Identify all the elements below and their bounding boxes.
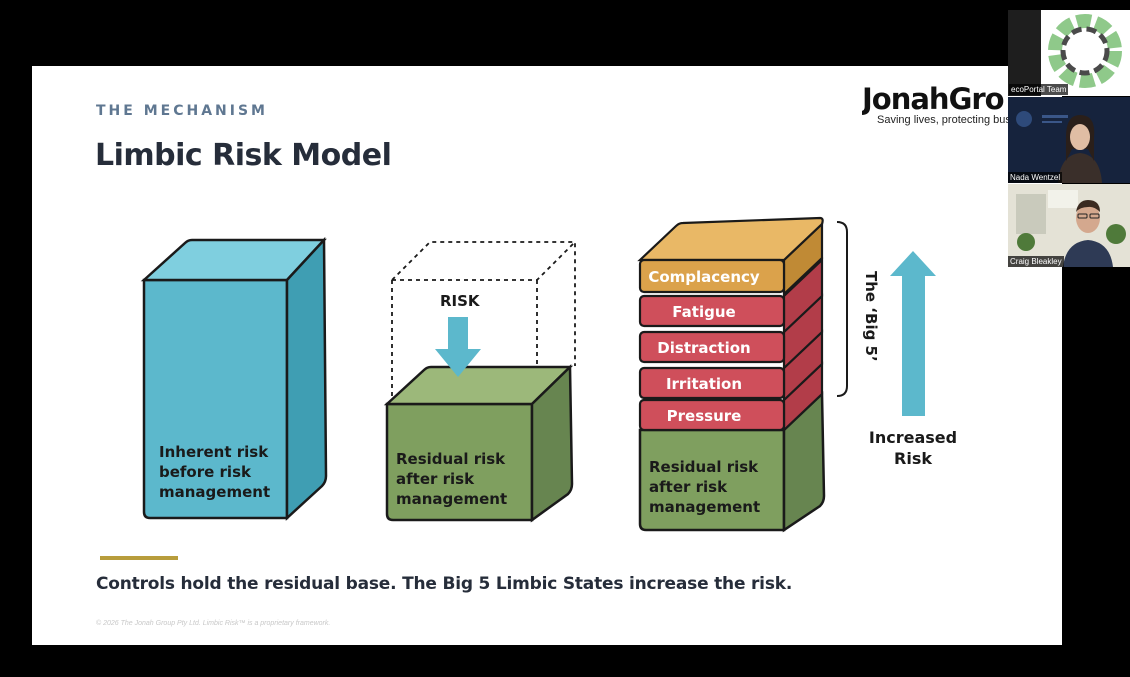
slide-title: Limbic Risk Model [95, 138, 392, 173]
big5-bracket [836, 221, 848, 397]
inherent-label-line-1: Inherent risk [159, 443, 269, 461]
copyright-note: © 2026 The Jonah Group Pty Ltd. Limbic R… [96, 620, 331, 627]
big5-label: The ‘Big 5’ [862, 271, 880, 362]
logo-name: JonahGro [862, 82, 1005, 116]
state-fatigue: Fatigue [672, 303, 735, 321]
increased-label-line-1: Increased [869, 428, 957, 447]
residual-label-line-2: after risk [396, 470, 475, 488]
residual-block-top [383, 365, 574, 406]
increased-risk-arrow [890, 251, 936, 416]
inherent-block-front [142, 278, 289, 520]
complacency-layer [638, 258, 786, 294]
company-logo: JonahGro Saving lives, protecting busi [862, 82, 1062, 132]
risk-down-arrow [435, 317, 481, 377]
stack-base-front [638, 428, 786, 532]
state-complacency: Complacency [648, 268, 760, 286]
increased-label-line-2: Risk [894, 449, 932, 468]
inherent-label-line-2: before risk [159, 463, 252, 481]
slide-caption: Controls hold the residual base. The Big… [96, 574, 793, 594]
ecoportal-logo-icon [1041, 10, 1130, 96]
stack-base-label-line-2: after risk [649, 478, 728, 496]
residual-block-side [530, 364, 574, 523]
participant-tile-nada[interactable]: Nada Wentzel [1008, 97, 1130, 183]
accent-divider [100, 556, 178, 560]
participant-video-icon [1008, 184, 1130, 267]
participant-tile-ecoportal[interactable]: ecoPortal Team [1008, 10, 1130, 96]
residual-block-front [385, 402, 534, 522]
participant-tile-craig[interactable]: Craig Bleakley [1008, 184, 1130, 267]
residual-risk-block: RISK Residual risk after risk management [383, 241, 576, 523]
complacency-layer-top [637, 216, 824, 262]
inherent-block-side [285, 236, 328, 521]
residual-label-line-1: Residual risk [396, 450, 506, 468]
irritation-layer [638, 366, 786, 400]
inherent-block-top [140, 238, 327, 282]
big5-stack: Residual risk after risk management Pres… [637, 216, 826, 533]
state-distraction: Distraction [657, 339, 750, 357]
residual-label-line-3: management [396, 490, 507, 508]
inherent-label-line-3: management [159, 483, 270, 501]
participant-name: ecoPortal Team [1009, 84, 1069, 95]
state-irritation: Irritation [666, 375, 742, 393]
risk-label: RISK [440, 292, 481, 310]
presentation-slide: THE MECHANISM Limbic Risk Model JonahGro… [32, 66, 1062, 645]
slide-eyebrow: THE MECHANISM [96, 103, 268, 119]
logo-tagline: Saving lives, protecting busi [877, 114, 1014, 126]
participant-name: Craig Bleakley [1008, 256, 1064, 267]
stack-base-label-line-3: management [649, 498, 760, 516]
stack-base-label-line-1: Residual risk [649, 458, 759, 476]
state-pressure: Pressure [667, 407, 742, 425]
inherent-risk-block: Inherent risk before risk management [140, 236, 328, 521]
distraction-layer [638, 330, 786, 364]
removed-risk-outline [391, 241, 576, 402]
fatigue-layer [638, 294, 786, 328]
participant-video-icon [1008, 97, 1130, 183]
limbic-risk-diagram: Inherent risk before risk management RIS… [140, 216, 957, 533]
participant-name: Nada Wentzel [1008, 172, 1063, 183]
pressure-layer [638, 398, 786, 432]
stack-base-side [782, 391, 826, 533]
